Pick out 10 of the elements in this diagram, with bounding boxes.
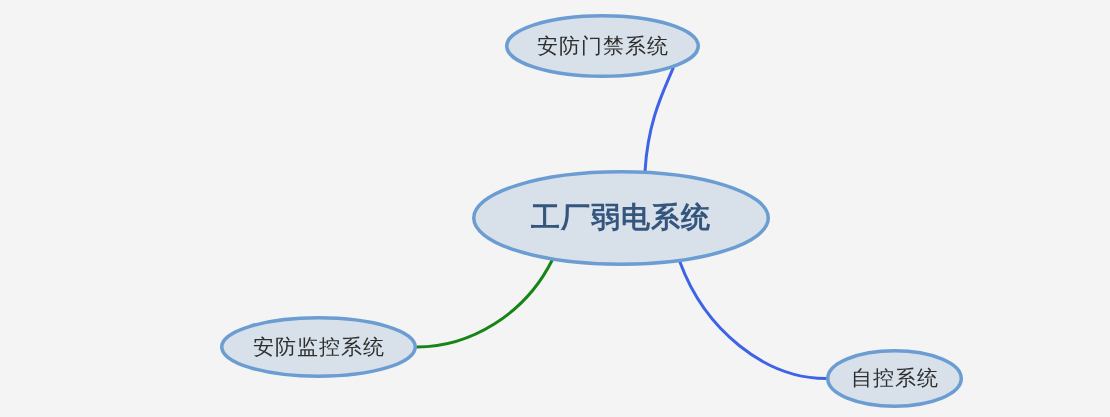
connector-line	[678, 260, 828, 380]
topic-ellipse	[826, 349, 963, 408]
topic-label: 自控系统	[850, 366, 939, 391]
topic-ellipse	[220, 316, 417, 378]
central-topic-ellipse	[472, 170, 770, 266]
topic-label: 安防门禁系统	[536, 33, 669, 59]
topic-ellipse	[505, 14, 700, 78]
connector-line	[643, 66, 675, 173]
central-topic-label: 工厂弱电系统	[531, 201, 711, 235]
topic-label: 安防监控系统	[252, 334, 385, 360]
